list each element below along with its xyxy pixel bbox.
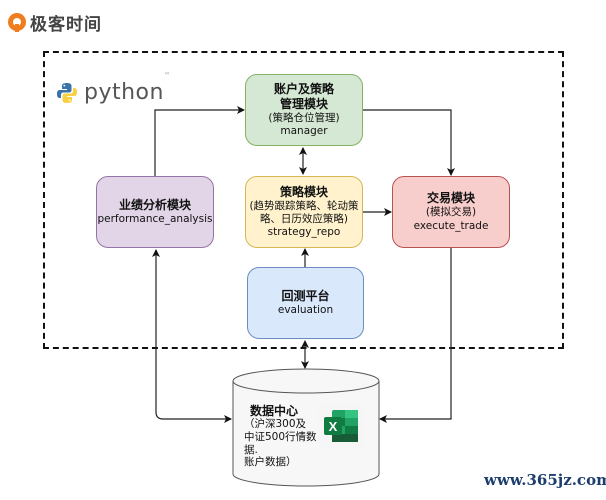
strategy-subtitle-line1: (趋势跟踪策略、轮动策 (249, 199, 359, 212)
strategy-module[interactable]: 策略模块 (趋势跟踪策略、轮动策 略、日历效应策略) strategy_repo (245, 176, 363, 248)
manager-subtitle: (策略仓位管理) (268, 111, 340, 124)
data-center-title: 数据中心 (250, 404, 299, 418)
strategy-code: strategy_repo (267, 226, 341, 239)
trade-subtitle: (模拟交易) (425, 206, 477, 219)
python-logo-icon (57, 82, 77, 103)
edge-trade-datacenter (379, 248, 452, 423)
brand-name: 极客时间 (30, 14, 102, 35)
python-text: python (84, 80, 164, 105)
manager-module[interactable]: 账户及策略 管理模块 (策略仓位管理) manager (245, 74, 363, 146)
performance-code: performance_analysis (97, 212, 213, 225)
geekbang-logo-icon (8, 13, 26, 32)
manager-title-line1: 账户及策略 (273, 81, 334, 96)
performance-title: 业绩分析模块 (118, 197, 191, 212)
trademark: ™ (163, 72, 171, 79)
evaluation-module[interactable]: 回测平台 evaluation (247, 267, 364, 339)
strategy-subtitle-line2: 略、日历效应策略) (259, 212, 349, 225)
data-center-desc-line1: （沪深300及 (244, 418, 307, 431)
edge-performance-manager (154, 106, 245, 176)
manager-title-line2: 管理模块 (279, 96, 328, 111)
manager-code: manager (280, 125, 328, 137)
data-center-desc-line3: 账户数据） (244, 456, 297, 469)
data-center-desc-line2: 中证500行情数据. (244, 430, 317, 456)
trade-title: 交易模块 (426, 191, 475, 206)
evaluation-title: 回测平台 (281, 288, 330, 303)
brand-logo: 极客时间 (8, 10, 102, 35)
edge-manager-trade (363, 109, 455, 176)
trade-code: execute_trade (413, 219, 489, 232)
watermark: www.365jz.com (484, 471, 606, 489)
evaluation-code: evaluation (277, 303, 334, 316)
excel-icon: X (318, 403, 364, 449)
python-logo: python™ (56, 72, 170, 105)
trade-module[interactable]: 交易模块 (模拟交易) execute_trade (392, 176, 510, 248)
performance-module[interactable]: 业绩分析模块 performance_analysis (96, 176, 214, 248)
python-wordmark: python™ (84, 72, 170, 105)
data-center-label[interactable]: 数据中心 （沪深300及 中证500行情数据. 账户数据） (244, 404, 322, 469)
excel-letter: X (329, 419, 338, 434)
edge-performance-datacenter (152, 249, 232, 423)
strategy-title: 策略模块 (279, 184, 328, 199)
